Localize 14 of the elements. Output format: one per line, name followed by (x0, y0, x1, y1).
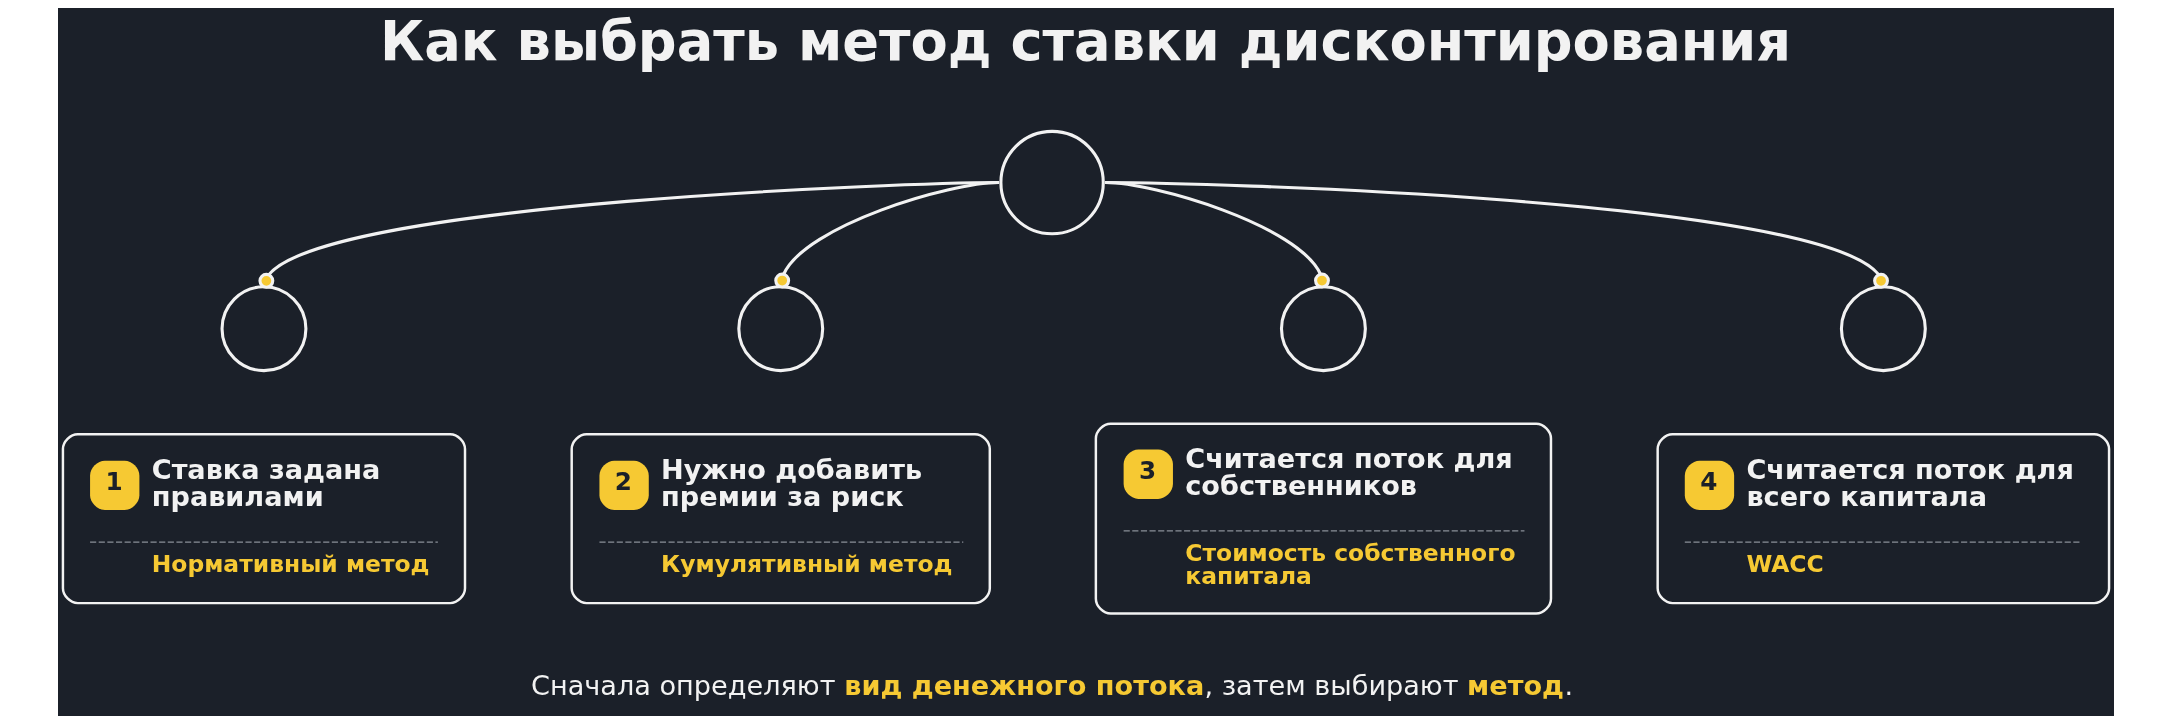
node-circle (737, 285, 825, 373)
diagram-title: Как выбрать метод ставки дисконтирования (379, 10, 1792, 74)
node-circle (999, 129, 1105, 236)
node-box: 4 Считается поток для всего капитала WACC (1656, 432, 2111, 605)
label: Сначала определяют вид денежного потока, затем выбирают метод. (530, 669, 1574, 701)
node-circle (220, 285, 308, 373)
node-box: 2 Нужно добавить премии за риск Кумулятивный метод (570, 432, 992, 605)
node-box: 1 Ставка задана правилами Нормативный метод (61, 432, 467, 605)
node-circle (1279, 285, 1367, 373)
connector (258, 181, 1000, 289)
node-box: 3 Считается поток для собственников Стоимость собственного капитала (1094, 422, 1553, 615)
connector (774, 181, 1000, 289)
connector (1105, 181, 1889, 289)
node-circle (1839, 285, 1927, 373)
